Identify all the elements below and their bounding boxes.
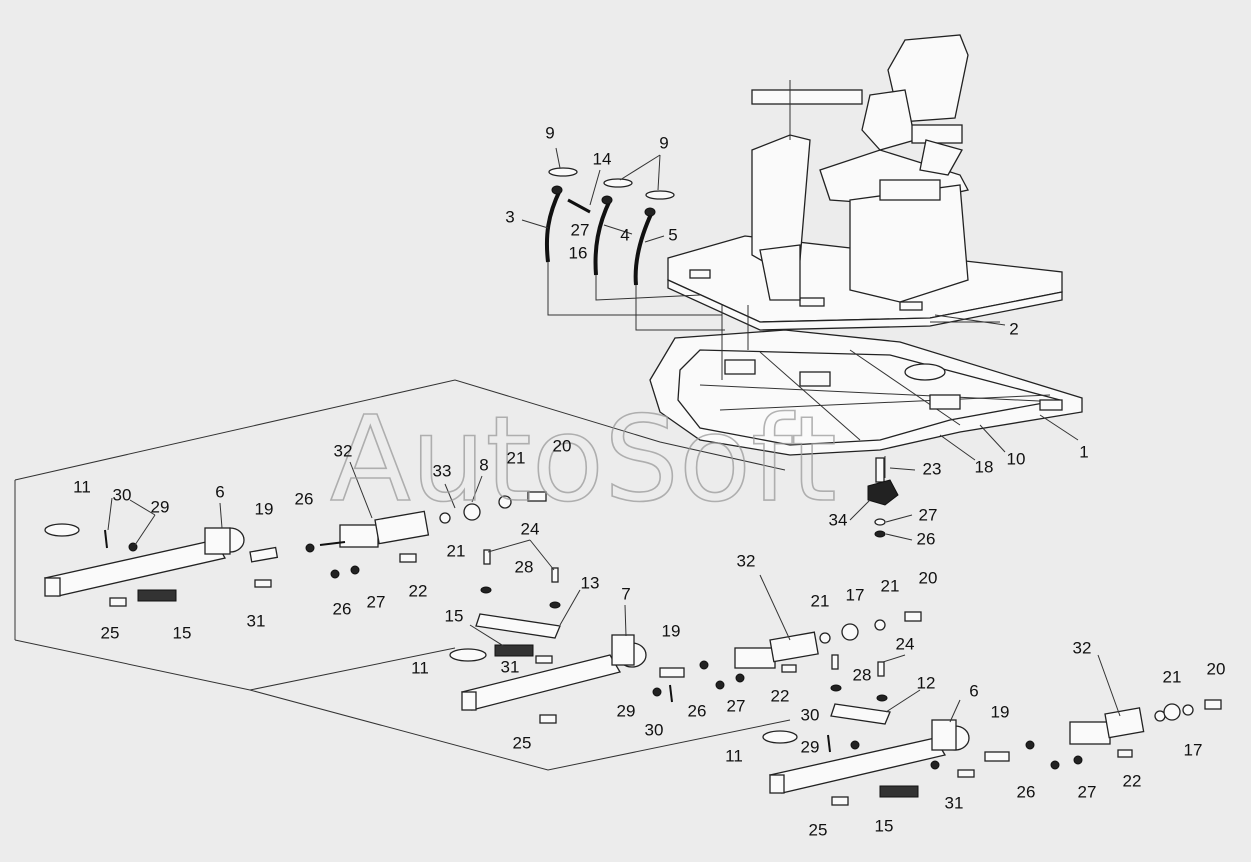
control-levers: [544, 167, 675, 286]
base-frame: [649, 329, 1083, 456]
callout-22c: 22: [1123, 771, 1142, 790]
callout-labels: 9 14 9 3 27 4 5 16 2 1 10 18 23 34 27 26…: [73, 123, 1225, 839]
callout-33: 33: [433, 461, 452, 480]
callout-21e: 21: [1163, 667, 1182, 686]
callout-27d: 27: [727, 696, 746, 715]
callout-3: 3: [505, 207, 514, 226]
callout-32b: 32: [737, 551, 756, 570]
callout-29b: 29: [617, 701, 636, 720]
callout-12: 12: [917, 673, 936, 692]
callout-21c: 21: [811, 591, 830, 610]
callout-20c: 20: [1207, 659, 1226, 678]
callout-25b: 25: [513, 733, 532, 752]
callout-28a: 28: [515, 557, 534, 576]
callout-15c: 15: [875, 816, 894, 835]
callout-34: 34: [829, 510, 848, 529]
callout-27e: 27: [1078, 782, 1097, 801]
callout-18: 18: [975, 457, 994, 476]
callout-30c: 30: [801, 705, 820, 724]
callout-11b: 11: [411, 658, 429, 677]
callout-15a: 15: [173, 623, 192, 642]
callout-19c: 19: [991, 702, 1010, 721]
callout-30a: 30: [113, 485, 132, 504]
callout-6b: 6: [969, 681, 978, 700]
callout-21b: 21: [447, 541, 466, 560]
callout-4: 4: [620, 225, 629, 244]
callout-29a: 29: [151, 497, 170, 516]
callout-26d: 26: [688, 701, 707, 720]
callout-11c: 11: [725, 746, 743, 765]
callout-28b: 28: [853, 665, 872, 684]
callout-25a: 25: [101, 623, 120, 642]
callout-21d: 21: [881, 576, 900, 595]
watermark: AutoSoft: [330, 390, 837, 528]
pins-left: [475, 549, 561, 639]
callout-26b: 26: [295, 489, 314, 508]
callout-10: 10: [1007, 449, 1026, 468]
callout-2: 2: [1009, 319, 1018, 338]
pedal-assembly-left: [43, 491, 547, 607]
callout-7: 7: [621, 584, 630, 603]
callout-1: 1: [1079, 442, 1088, 461]
operator-seat: [861, 34, 969, 176]
callout-19b: 19: [662, 621, 681, 640]
callout-9b: 9: [659, 133, 668, 152]
callout-11a: 11: [73, 477, 91, 496]
assembly-outline: [14, 379, 791, 771]
callout-31b: 31: [501, 657, 520, 676]
valve-block: [867, 457, 899, 538]
assembly-lines-upper: [547, 262, 1000, 478]
callout-16: 16: [569, 243, 588, 262]
callout-32a: 32: [334, 441, 353, 460]
callout-13: 13: [581, 573, 600, 592]
pedal-assembly-middle: [449, 611, 922, 725]
callout-22a: 22: [409, 581, 428, 600]
callout-14: 14: [593, 149, 612, 168]
callout-17b: 17: [1184, 740, 1203, 759]
control-console: [751, 80, 969, 303]
pedal-assembly-right: [762, 699, 1222, 806]
callout-29c: 29: [801, 737, 820, 756]
callout-21a: 21: [507, 448, 526, 467]
callout-26a: 26: [917, 529, 936, 548]
callout-8: 8: [479, 455, 488, 474]
callout-26e: 26: [1017, 782, 1036, 801]
callout-19a: 19: [255, 499, 274, 518]
callout-22b: 22: [771, 686, 790, 705]
callout-27c: 27: [367, 592, 386, 611]
callout-31a: 31: [247, 611, 266, 630]
callout-20a: 20: [553, 436, 572, 455]
callout-24b: 24: [896, 634, 915, 653]
callout-23: 23: [923, 459, 942, 478]
callout-20b: 20: [919, 568, 938, 587]
callout-5: 5: [668, 225, 677, 244]
callout-30b: 30: [645, 720, 664, 739]
leader-lines: [107, 147, 1121, 723]
callout-17a: 17: [846, 585, 865, 604]
callout-9a: 9: [545, 123, 554, 142]
callout-27a: 27: [571, 220, 590, 239]
callout-25c: 25: [809, 820, 828, 839]
callout-6a: 6: [215, 482, 224, 501]
callout-15b: 15: [445, 606, 464, 625]
callout-32c: 32: [1073, 638, 1092, 657]
callout-24a: 24: [521, 519, 540, 538]
callout-31c: 31: [945, 793, 964, 812]
callout-27b: 27: [919, 505, 938, 524]
callout-26c: 26: [333, 599, 352, 618]
